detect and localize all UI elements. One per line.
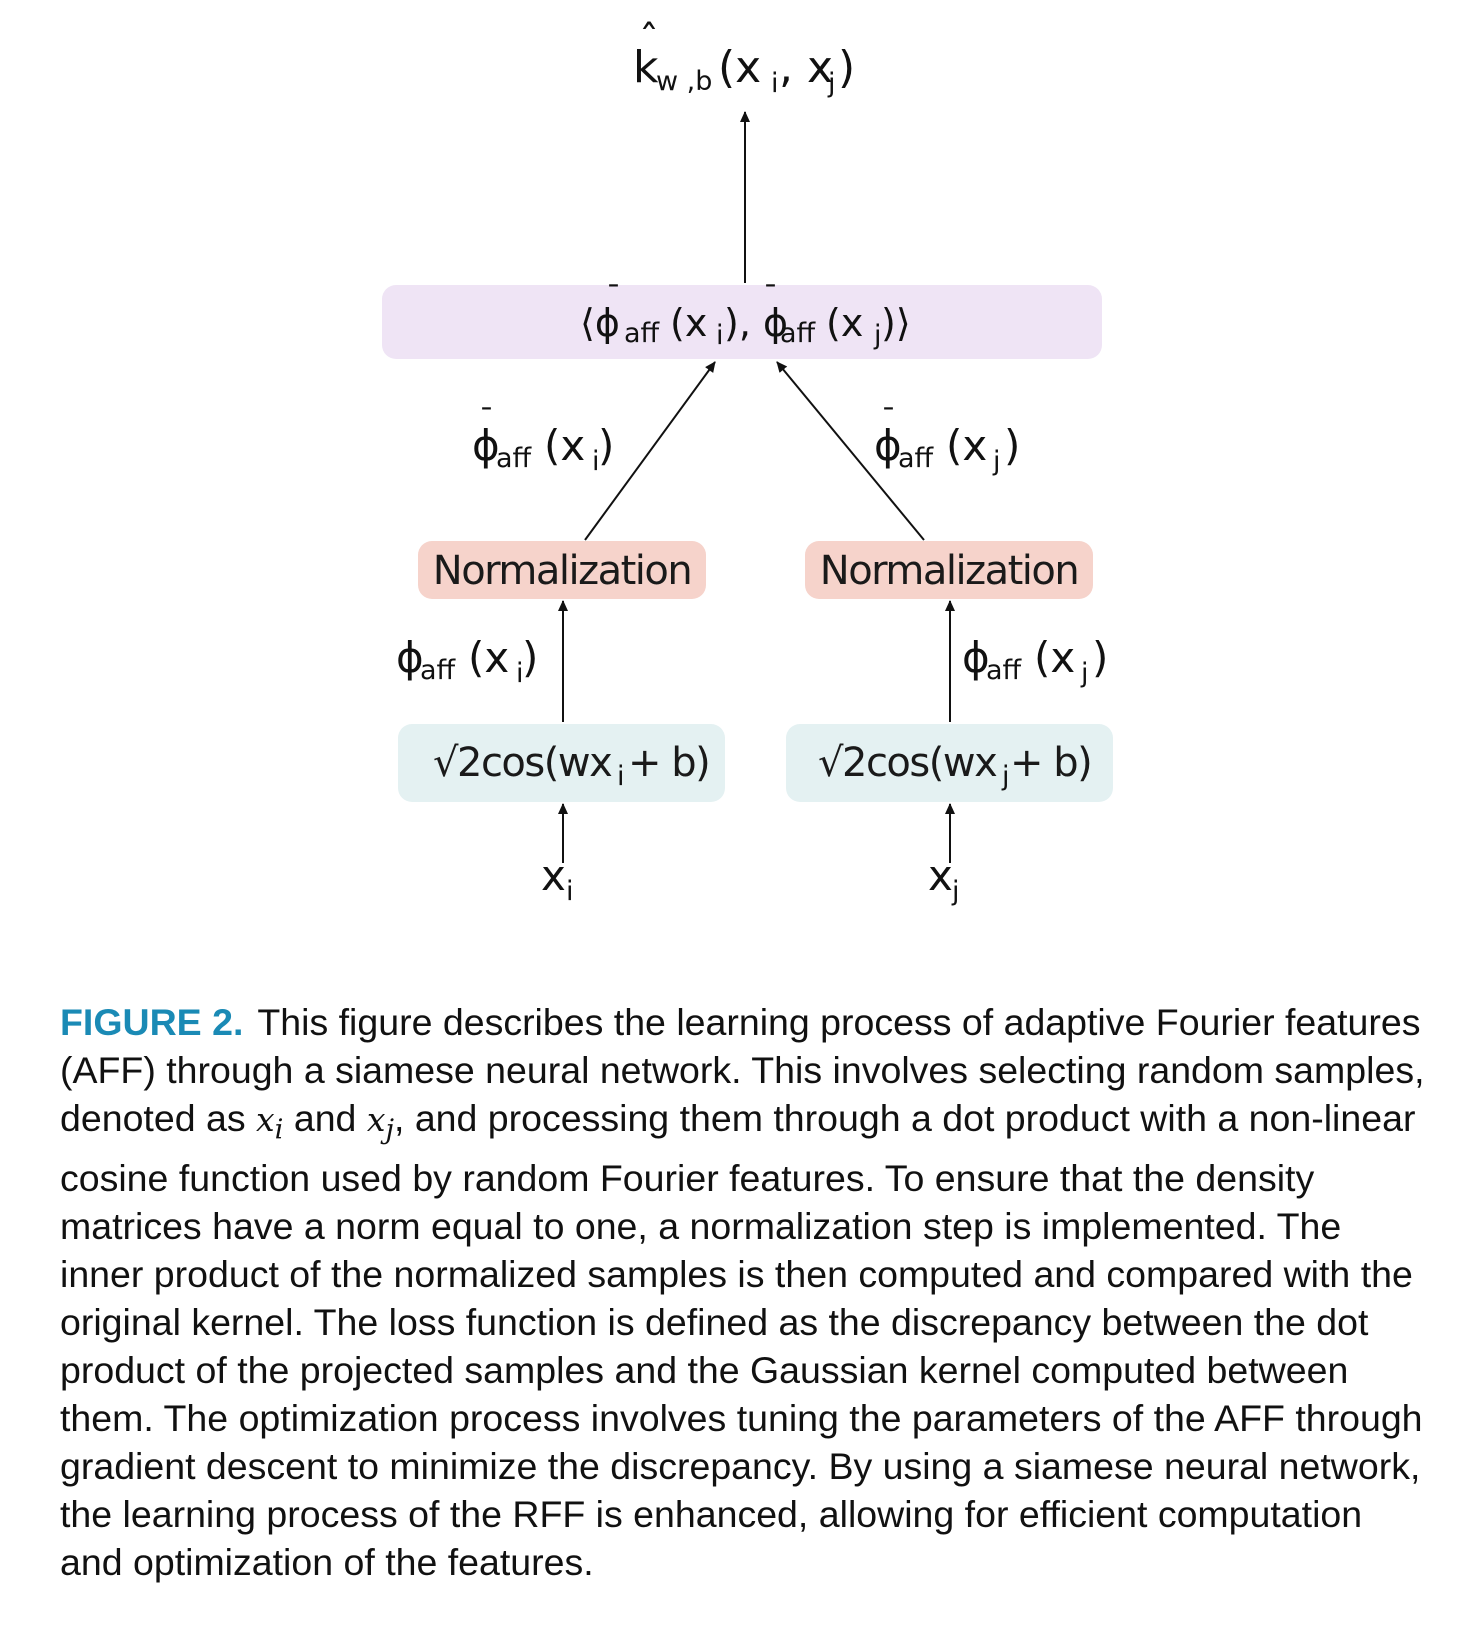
- svg-text:¯: ¯: [881, 403, 896, 438]
- cosine-label-right: √2cos(wx j + b): [818, 740, 1093, 792]
- svg-text:x: x: [928, 851, 953, 900]
- normalization-label-left: Normalization: [433, 548, 691, 594]
- caption-text-3: , and processing them through a dot prod…: [60, 1097, 1423, 1583]
- svg-text:): ): [838, 42, 855, 93]
- cosine-box-right: [786, 724, 1113, 802]
- svg-text:ϕ: ϕ: [962, 633, 990, 682]
- svg-text:i: i: [516, 658, 524, 689]
- arrow-left-norm-to-inner: [584, 361, 716, 541]
- svg-text:(x: (x: [718, 42, 761, 93]
- figure-caption: FIGURE 2.This figure describes the learn…: [60, 998, 1430, 1586]
- svg-text:(x: (x: [826, 301, 863, 345]
- svg-text:, x: , x: [779, 42, 833, 93]
- svg-text:¯: ¯: [763, 280, 778, 315]
- svg-text:aff: aff: [496, 443, 533, 474]
- svg-text:i: i: [771, 68, 779, 99]
- svg-text:¯: ¯: [606, 280, 621, 315]
- arrow-right-norm-to-inner: [776, 361, 925, 541]
- right-normalized-phi-label: ϕ ¯ aff (x j ): [874, 403, 1020, 477]
- svg-text:aff: aff: [780, 318, 817, 349]
- svg-text:ϕ: ϕ: [874, 421, 902, 470]
- inner-product-label: ⟨ϕ ¯ aff (x i ), ϕ ¯ aff (x j )⟩: [580, 280, 911, 351]
- normalization-label-right: Normalization: [820, 548, 1078, 594]
- svg-text:w ,b: w ,b: [656, 66, 712, 97]
- svg-text:(x: (x: [468, 633, 509, 682]
- svg-text:aff: aff: [986, 655, 1023, 686]
- svg-text:i: i: [566, 876, 574, 907]
- svg-text:√2cos(wx: √2cos(wx: [818, 740, 997, 786]
- svg-text:(x: (x: [1034, 633, 1075, 682]
- svg-text:+ b): + b): [1010, 740, 1091, 786]
- svg-text:(x: (x: [946, 421, 987, 470]
- svg-text:j: j: [992, 446, 1001, 477]
- svg-text:+ b): + b): [628, 740, 709, 786]
- svg-text:j: j: [951, 876, 960, 907]
- svg-text:): ): [522, 633, 538, 682]
- svg-text:): ): [598, 421, 614, 470]
- svg-text:(x: (x: [544, 421, 585, 470]
- svg-text:⟨ϕ: ⟨ϕ: [580, 301, 620, 345]
- svg-text:ϕ: ϕ: [472, 421, 500, 470]
- caption-text-1: This figure describes the learning proce…: [60, 1001, 1425, 1139]
- svg-text:¯: ¯: [479, 403, 494, 438]
- normalization-box-right: [805, 541, 1093, 599]
- svg-text:): ): [1004, 421, 1020, 470]
- caption-var-xi: xi: [256, 1100, 284, 1146]
- svg-text:aff: aff: [624, 318, 661, 349]
- left-phi-label: ϕ aff (x i ): [396, 633, 538, 689]
- svg-text:i: i: [592, 446, 600, 477]
- svg-text:): ): [1092, 633, 1108, 682]
- svg-text:k: k: [633, 42, 659, 93]
- svg-text:aff: aff: [898, 443, 935, 474]
- svg-text:j: j: [1080, 658, 1089, 689]
- inner-product-box: [382, 285, 1102, 359]
- svg-text:)⟩: )⟩: [881, 301, 911, 345]
- input-xj-label: x j: [928, 851, 960, 907]
- cosine-box-left: [398, 724, 725, 802]
- svg-text:x: x: [541, 851, 566, 900]
- svg-text:(x: (x: [670, 301, 707, 345]
- svg-text:√2cos(wx: √2cos(wx: [433, 740, 612, 786]
- normalization-box-left: [418, 541, 706, 599]
- caption-text-2: and: [283, 1097, 367, 1139]
- svg-text:), ϕ: ), ϕ: [724, 301, 788, 345]
- svg-text:i: i: [716, 320, 724, 351]
- kernel-output-label: k ˆ w ,b (x i , x j ): [633, 18, 855, 99]
- svg-text:i: i: [617, 761, 625, 792]
- svg-text:j: j: [1001, 761, 1010, 792]
- figure-label: FIGURE 2.: [60, 1001, 244, 1043]
- svg-text:aff: aff: [420, 655, 457, 686]
- input-xi-label: x i: [541, 851, 574, 907]
- right-phi-label: ϕ aff (x j ): [962, 633, 1108, 689]
- left-normalized-phi-label: ϕ ¯ aff (x i ): [472, 403, 614, 477]
- caption-var-xj: xj: [366, 1100, 394, 1146]
- siamese-aff-diagram: k ˆ w ,b (x i , x j ) ⟨ϕ ¯ aff (x i ), ϕ…: [382, 18, 1113, 907]
- svg-text:ϕ: ϕ: [396, 633, 424, 682]
- svg-text:j: j: [827, 68, 836, 99]
- svg-text:ˆ: ˆ: [639, 18, 659, 64]
- svg-text:j: j: [873, 320, 882, 351]
- cosine-label-left: √2cos(wx i + b): [433, 740, 711, 792]
